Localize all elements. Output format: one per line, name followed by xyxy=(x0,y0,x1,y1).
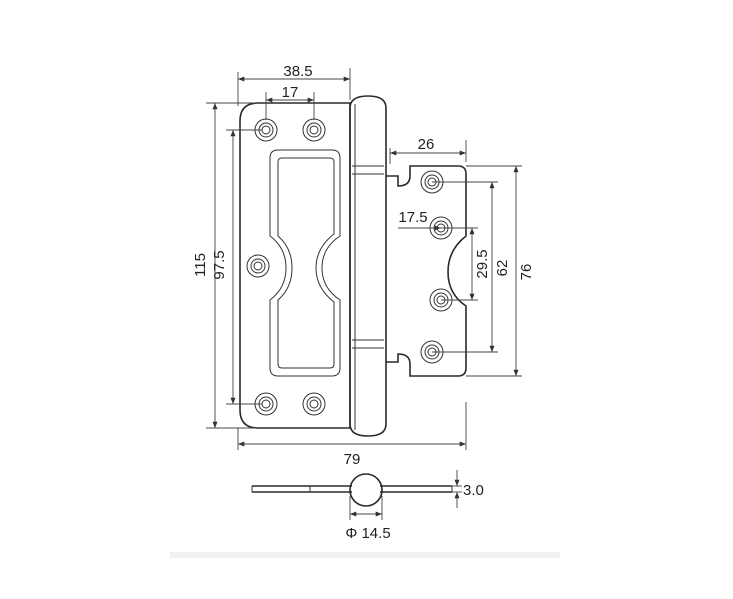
dim-label-38-5: 38.5 xyxy=(283,63,312,80)
hinge-knuckle xyxy=(349,95,387,437)
hole-icon xyxy=(302,392,326,416)
dim-label-17: 17 xyxy=(282,84,299,101)
left-leaf xyxy=(239,102,351,429)
dimension-labels: 38.5 17 26 17.5 115 97.5 29.5 62 76 79 3… xyxy=(192,63,535,542)
dim-label-29-5: 29.5 xyxy=(474,249,491,278)
dim-label-26: 26 xyxy=(418,136,435,153)
hole-icon xyxy=(302,118,326,142)
dim-label-79: 79 xyxy=(344,451,361,468)
dim-label-diameter: Φ 14.5 xyxy=(345,525,390,542)
hole-icon xyxy=(246,254,270,278)
right-leaf xyxy=(386,165,467,377)
dim-label-thickness: 3.0 xyxy=(463,482,484,499)
bottom-fade-band xyxy=(170,552,560,558)
dim-label-115: 115 xyxy=(192,253,209,277)
dim-label-97-5: 97.5 xyxy=(211,250,228,279)
dim-label-76: 76 xyxy=(518,264,535,281)
dim-label-17-5: 17.5 xyxy=(398,209,427,226)
side-view xyxy=(251,470,462,520)
dimension-lines xyxy=(206,68,522,450)
right-leaf-holes xyxy=(420,170,453,364)
dim-label-62: 62 xyxy=(494,260,511,277)
